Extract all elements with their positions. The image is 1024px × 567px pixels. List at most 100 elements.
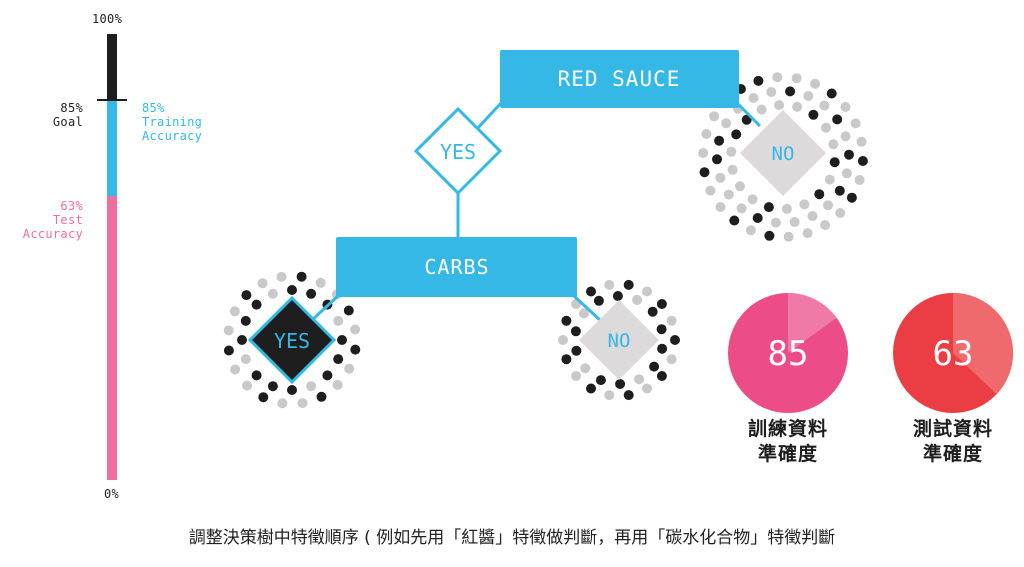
gray-dot xyxy=(772,72,783,83)
dark-dot xyxy=(656,324,667,335)
dark-dot xyxy=(752,213,763,223)
dark-dot xyxy=(656,371,667,381)
gray-dot xyxy=(799,199,810,210)
dark-dot xyxy=(350,344,361,355)
training-bar-segment xyxy=(107,101,117,196)
gray-dot xyxy=(819,100,830,111)
dot-cluster-carbs-no xyxy=(558,279,680,401)
gray-dot xyxy=(315,277,326,288)
edge-carbs-yes xyxy=(310,294,340,322)
dark-dot xyxy=(251,370,262,381)
goal-tick xyxy=(97,99,127,101)
gray-dot xyxy=(766,87,777,97)
test-label-line1: Test xyxy=(52,213,83,227)
gray-dot xyxy=(856,136,867,147)
dark-dot xyxy=(296,271,307,282)
gray-dot xyxy=(854,175,865,185)
dark-dot xyxy=(322,370,333,381)
gray-dot xyxy=(267,288,278,299)
dark-dot xyxy=(729,215,740,226)
gray-dot xyxy=(840,102,851,112)
dark-dot xyxy=(561,354,572,365)
gray-dot xyxy=(823,200,833,211)
pie-slice xyxy=(953,293,1013,395)
gray-dot xyxy=(578,308,589,319)
training-percent: 85% xyxy=(142,101,165,115)
gray-dot xyxy=(791,73,802,84)
gray-dot xyxy=(297,398,308,409)
dark-dot xyxy=(223,345,234,356)
dark-dot xyxy=(333,354,344,365)
dark-dot xyxy=(832,114,843,125)
gray-dot xyxy=(350,324,361,335)
dark-dot xyxy=(834,185,845,196)
gray-dot xyxy=(802,228,813,239)
gray-dot xyxy=(727,164,738,175)
dark-dot xyxy=(699,167,710,178)
node-red-sauce xyxy=(500,50,739,108)
dark-dot xyxy=(251,299,262,310)
gray-dot xyxy=(828,139,839,150)
gray-dot xyxy=(803,91,814,101)
dark-dot xyxy=(764,230,775,241)
dark-dot xyxy=(670,335,680,345)
dot-cluster-carbs-yes xyxy=(223,271,361,409)
answer-no-diamond xyxy=(740,110,826,196)
training-accuracy-pie: 85 xyxy=(728,293,848,413)
gray-dot xyxy=(634,374,645,385)
dark-dot xyxy=(623,390,634,401)
dark-dot xyxy=(586,286,596,297)
gray-dot xyxy=(604,390,615,401)
pie-slice xyxy=(788,293,837,353)
dark-dot xyxy=(623,279,634,290)
gray-dot xyxy=(257,278,268,289)
dark-dot xyxy=(287,385,297,395)
gray-dot xyxy=(276,271,287,282)
dark-dot xyxy=(306,288,317,299)
dark-dot xyxy=(647,306,658,317)
dark-dot xyxy=(561,315,572,326)
gray-dot xyxy=(807,211,818,221)
dark-dot xyxy=(712,154,722,165)
gray-dot xyxy=(723,189,734,200)
gray-dot xyxy=(721,118,732,129)
gray-dot xyxy=(666,354,677,365)
gray-dot xyxy=(748,93,759,103)
dark-dot xyxy=(316,391,327,402)
dark-dot xyxy=(785,86,796,97)
gray-dot xyxy=(726,146,737,157)
gray-dot xyxy=(789,217,800,227)
test-accuracy-pie: 63 xyxy=(893,293,1013,413)
gray-dot xyxy=(306,381,317,392)
gray-dot xyxy=(240,354,251,365)
leaf-yes-label: YES xyxy=(274,329,310,353)
gray-dot xyxy=(604,279,615,290)
answer-no-label: NO xyxy=(772,143,795,165)
gray-dot xyxy=(821,122,831,133)
leaf-no-diamond xyxy=(579,300,659,380)
gray-dot xyxy=(840,131,851,142)
test-accuracy-label: 測試資料 準確度 xyxy=(883,417,1023,467)
test-label-line2: 準確度 xyxy=(922,443,983,465)
leaf-yes-diamond xyxy=(247,295,337,385)
gray-dot xyxy=(701,129,712,139)
dark-dot xyxy=(763,202,774,213)
gray-dot xyxy=(277,398,288,409)
gray-dot xyxy=(344,363,355,374)
node-carbs-label: CARBS xyxy=(424,255,489,279)
gray-dot xyxy=(709,111,720,122)
dark-dot xyxy=(844,149,854,160)
answer-yes-label: YES xyxy=(440,140,476,164)
gray-dot xyxy=(580,363,591,374)
scale-bottom-label: 0% xyxy=(104,487,120,501)
gray-dot xyxy=(642,383,652,394)
training-label-line1: Training xyxy=(142,115,203,129)
edge-carbs-no xyxy=(572,294,602,322)
gray-dot xyxy=(230,364,241,375)
dark-dot xyxy=(612,291,623,301)
training-accuracy-label: 訓練資料 準確度 xyxy=(718,417,858,467)
gray-dot xyxy=(745,225,756,236)
gray-dot xyxy=(642,286,652,297)
gray-dot xyxy=(792,101,803,112)
